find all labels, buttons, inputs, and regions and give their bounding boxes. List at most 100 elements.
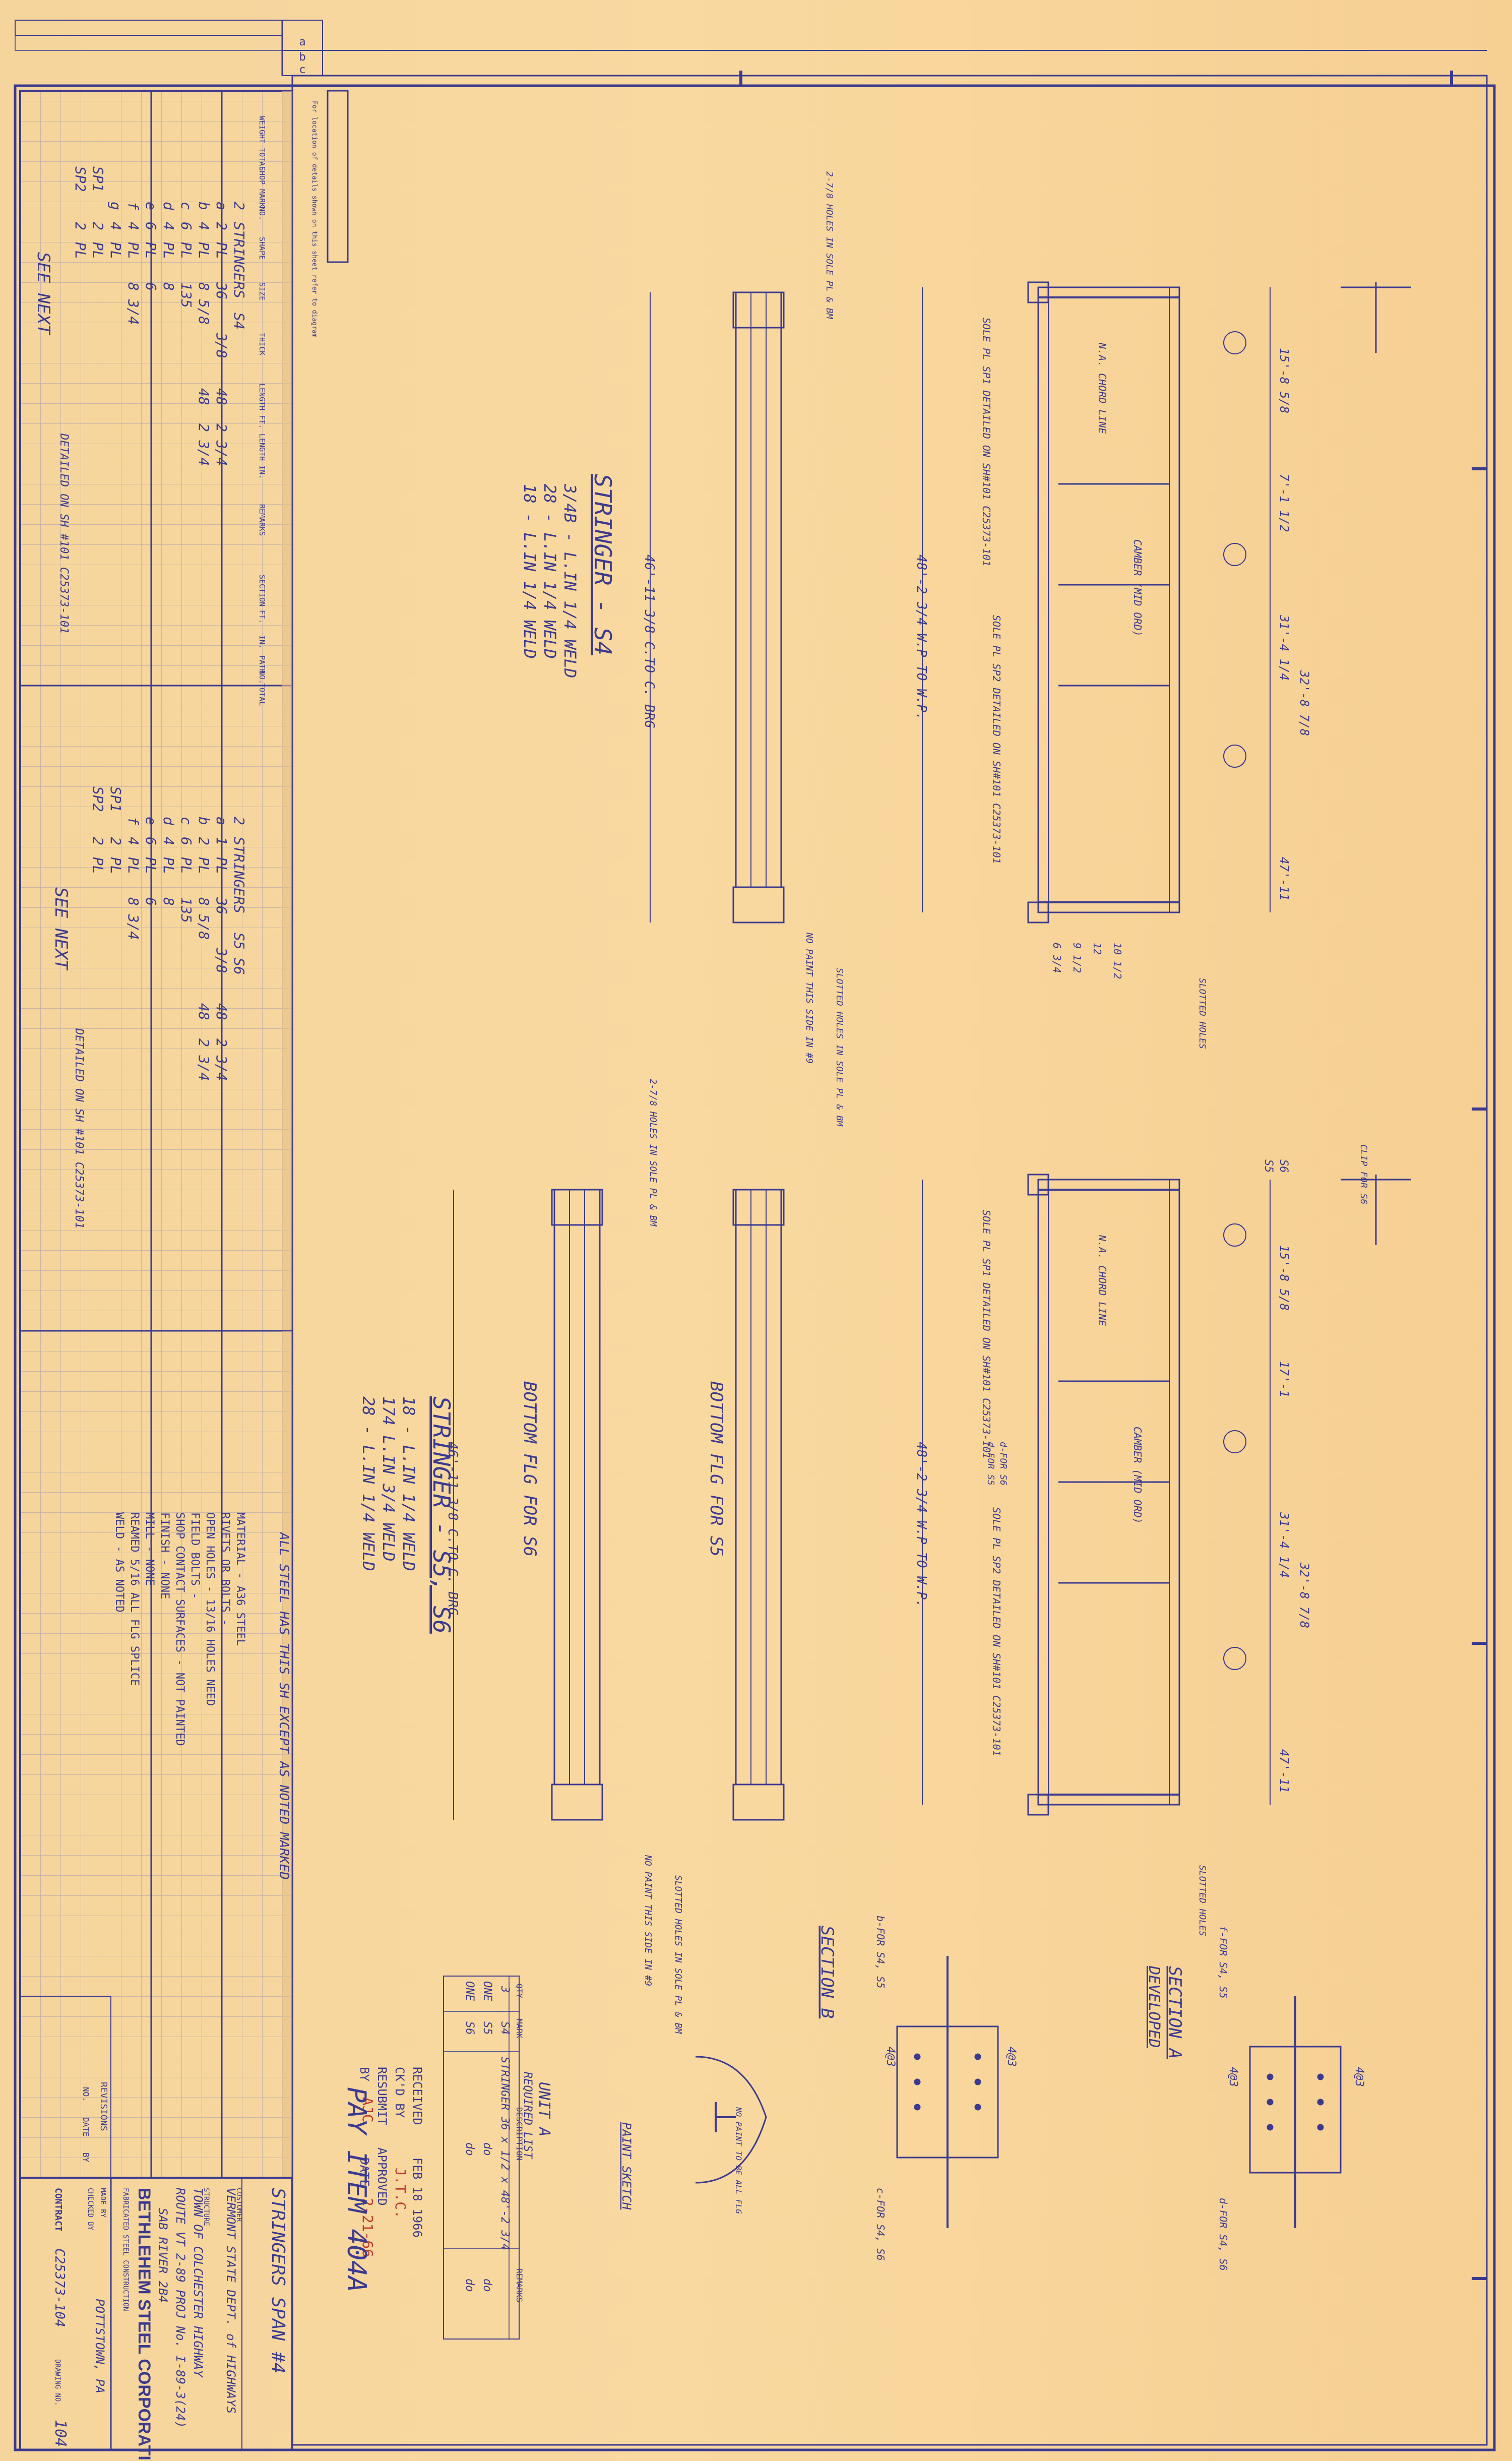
register-marks	[739, 71, 1487, 2280]
svg-text:28 - L.IN 1/4 WELD: 28 - L.IN 1/4 WELD	[540, 484, 559, 659]
svg-text:LENGTH FT.: LENGTH FT.	[258, 383, 267, 428]
stringer-s4-labels: STRINGER - S4 3/4B - L.IN 1/4 WELD 28 - …	[520, 171, 1311, 1127]
svg-text:DATE: DATE	[81, 2117, 91, 2137]
svg-text:6: 6	[143, 837, 159, 845]
svg-text:2-7/8 HOLES IN SOLE PL & BM: 2-7/8 HOLES IN SOLE PL & BM	[648, 1079, 658, 1227]
svg-text:15'-8 5/8: 15'-8 5/8	[1277, 1245, 1291, 1311]
svg-text:SOLE PL SP2 DETAILED ON SH#101: SOLE PL SP2 DETAILED ON SH#101 C25373-10…	[990, 1507, 1002, 1756]
svg-text:135: 135	[178, 282, 195, 308]
svg-text:REAMED 5/16 ALL FLG SPLICE: REAMED 5/16 ALL FLG SPLICE	[128, 1512, 141, 1686]
svg-text:LENGTH IN.: LENGTH IN.	[258, 434, 267, 479]
svg-text:1: 1	[213, 837, 230, 845]
schedule-headers: WEIGHT TOTAL SHOP MARK NO. SHAPE SIZE TH…	[258, 101, 318, 706]
svg-text:NO PAINT TO BE ALL FLG: NO PAINT TO BE ALL FLG	[734, 2107, 743, 2214]
s4-overall-dim: 48'-2 3/4 W.P TO W.P.	[914, 555, 929, 720]
s4-title: STRINGER - S4	[589, 474, 616, 655]
svg-text:NO.: NO.	[258, 670, 267, 684]
svg-text:MATERIAL - A36 STEEL: MATERIAL - A36 STEEL	[234, 1512, 246, 1646]
svg-text:APPROVED: APPROVED	[375, 2147, 389, 2206]
bottom-flg-s6: BOTTOM FLG FOR S6	[520, 1381, 540, 1557]
svg-text:FIELD BOLTS -: FIELD BOLTS -	[188, 1512, 201, 1599]
s56-span-dim: 46'-11 3/8 C.TO C. BRG	[445, 1442, 460, 1615]
section-a	[1249, 1996, 1342, 2228]
stringer-s4	[650, 281, 1411, 924]
date-value: 2-21-66	[359, 2198, 376, 2257]
svg-text:6: 6	[143, 897, 159, 906]
svg-text:STRUCTURE: STRUCTURE	[202, 2188, 210, 2226]
svg-text:6: 6	[178, 222, 195, 230]
svg-text:DATE: DATE	[357, 2158, 371, 2187]
svg-text:a: a	[213, 817, 230, 825]
contract-number: C25373-104	[52, 2248, 67, 2327]
svg-text:18 - L.IN 1/4 WELD: 18 - L.IN 1/4 WELD	[520, 484, 539, 659]
s4-span-dim: 46'-11 3/8 C.TO C. BRG	[642, 555, 657, 728]
svg-text:MADE BY: MADE BY	[99, 2188, 107, 2218]
svg-text:N.A. CHORD LINE: N.A. CHORD LINE	[1096, 342, 1108, 434]
unit-table: UNIT A REQUIRED LIST QTY MARK DESCRIPTIO…	[443, 1976, 553, 2340]
svg-text:CLIP FOR S6: CLIP FOR S6	[1358, 1144, 1369, 1204]
svg-text:31'-4 1/4: 31'-4 1/4	[1277, 1512, 1291, 1578]
drawing-title: STRINGERS SPAN #4	[268, 2188, 288, 2373]
svg-text:OPEN HOLES - 13/16 HOLES NEED: OPEN HOLES - 13/16 HOLES NEED	[204, 1512, 216, 1706]
svg-text:S4: S4	[231, 313, 247, 330]
svg-text:do: do	[481, 2279, 493, 2292]
border-left-letters	[15, 20, 283, 51]
svg-text:NO PAINT THIS SIDE IN #9: NO PAINT THIS SIDE IN #9	[643, 1855, 653, 1986]
svg-text:FEB 18 1966: FEB 18 1966	[410, 2158, 424, 2238]
svg-text:b: b	[196, 817, 212, 825]
border-letter-b: b	[299, 51, 305, 64]
svg-text:SOLE PL SP1 DETAILED ON SH#101: SOLE PL SP1 DETAILED ON SH#101 C25373-10…	[980, 1210, 992, 1459]
svg-text:6 3/4: 6 3/4	[1051, 943, 1063, 973]
svg-text:2-7/8 HOLES IN SOLE PL & BM: 2-7/8 HOLES IN SOLE PL & BM	[824, 171, 835, 320]
svg-text:18 - L.IN 1/4 WELD: 18 - L.IN 1/4 WELD	[399, 1396, 418, 1571]
svg-text:QTY: QTY	[515, 1984, 524, 1998]
section-b-title: SECTION B	[817, 1926, 837, 2018]
svg-text:e: e	[143, 817, 159, 825]
svg-text:S5: S5	[1262, 1159, 1275, 1173]
pay-item: PAY ITEM 404A	[341, 2087, 371, 2292]
svg-text:ONE: ONE	[481, 1981, 493, 2001]
svg-text:b: b	[196, 202, 212, 210]
svg-text:2 3/4: 2 3/4	[196, 423, 212, 466]
svg-text:2: 2	[72, 222, 89, 230]
svg-text:4@3: 4@3	[1353, 2067, 1365, 2087]
svg-text:SP2: SP2	[72, 166, 89, 192]
svg-text:WELD - AS NOTED: WELD - AS NOTED	[113, 1512, 125, 1613]
svg-text:MILL - NONE: MILL - NONE	[143, 1512, 156, 1586]
svg-text:8 3/4: 8 3/4	[125, 282, 142, 325]
s4-detail-note: DETAILED ON SH #101 C25373-101	[57, 433, 70, 634]
svg-text:PL: PL	[72, 242, 89, 259]
svg-text:do: do	[463, 2142, 476, 2156]
svg-text:S6: S6	[231, 958, 247, 975]
svg-text:48: 48	[213, 1003, 230, 1020]
svg-text:CK'D BY: CK'D BY	[393, 2067, 407, 2118]
svg-text:d-FOR S4, S6: d-FOR S4, S6	[1217, 2198, 1229, 2271]
section-a-title: SECTION A	[1165, 1966, 1185, 2059]
svg-text:c: c	[178, 202, 195, 210]
svg-text:REMARKS: REMARKS	[515, 2268, 524, 2302]
svg-text:b-FOR S4, S5: b-FOR S4, S5	[874, 1916, 887, 1989]
schedule-table	[19, 90, 349, 2179]
svg-text:PL: PL	[160, 857, 177, 874]
svg-text:8 5/8: 8 5/8	[196, 897, 212, 940]
svg-text:6: 6	[143, 282, 159, 291]
svg-text:THICK: THICK	[258, 333, 267, 355]
svg-text:PL: PL	[178, 857, 195, 874]
svg-text:3: 3	[498, 1986, 511, 1993]
svg-text:NO PAINT THIS SIDE IN #9: NO PAINT THIS SIDE IN #9	[804, 932, 814, 1064]
svg-text:15'-8 5/8: 15'-8 5/8	[1277, 348, 1291, 413]
svg-text:STRINGERS: STRINGERS	[231, 837, 247, 913]
svg-text:135: 135	[178, 897, 195, 923]
svg-text:8 3/4: 8 3/4	[125, 897, 142, 940]
svg-text:4: 4	[125, 222, 142, 230]
svg-text:SHOP CONTACT SURFACES - NOT PA: SHOP CONTACT SURFACES - NOT PAINTED	[173, 1512, 186, 1746]
svg-text:SP1: SP1	[90, 166, 106, 192]
svg-text:PL: PL	[196, 242, 212, 259]
border-letter-a: a	[299, 36, 305, 48]
svg-text:48: 48	[196, 1003, 212, 1020]
svg-text:d-FOR S5: d-FOR S5	[985, 1442, 996, 1486]
border-top-strip: a b c	[282, 20, 323, 76]
svg-text:2: 2	[196, 837, 212, 845]
svg-text:CUSTOMER: CUSTOMER	[235, 2188, 243, 2222]
svg-text:STRINGER 36 x 1/2 x 48'-2 3/4: STRINGER 36 x 1/2 x 48'-2 3/4	[498, 2057, 511, 2250]
